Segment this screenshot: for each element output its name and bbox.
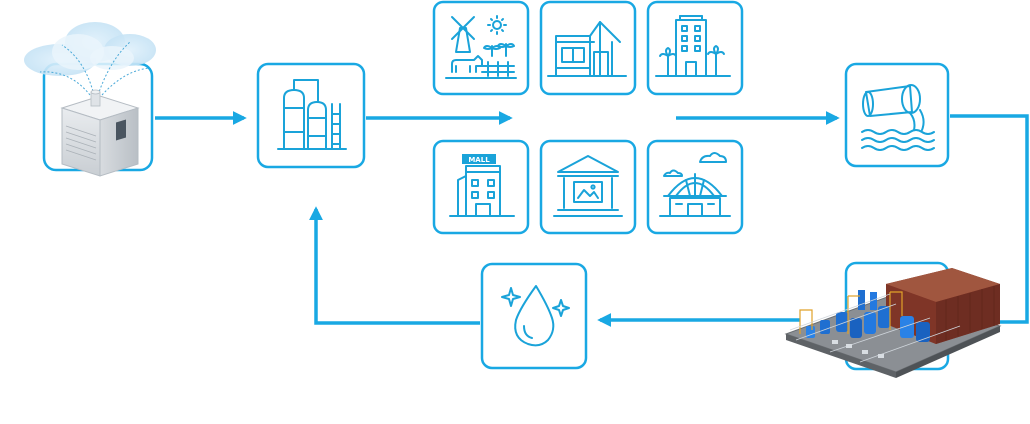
node-treatment-plant <box>784 261 1002 378</box>
node-station <box>646 139 744 235</box>
node-storage-tanks <box>256 62 366 169</box>
storage-tanks-icon <box>277 79 347 150</box>
arrow-clean-water-to-tanks <box>309 206 480 325</box>
node-wastewater-outfall <box>844 62 950 168</box>
node-museum <box>539 139 637 235</box>
connectors <box>155 111 1029 327</box>
outfall-frame <box>844 62 950 168</box>
node-house <box>539 0 637 96</box>
farm-frame <box>432 0 530 96</box>
treatment-plant-icon <box>784 268 1002 378</box>
node-hotel <box>646 0 744 96</box>
node-mall: MALL <box>432 139 530 235</box>
clean-water-frame <box>480 262 588 370</box>
farm-icon <box>445 15 517 79</box>
clean-water-drop-icon <box>501 285 570 347</box>
station-icon <box>659 152 731 217</box>
house-icon <box>547 21 627 77</box>
mall-icon: MALL <box>449 154 515 217</box>
cloud-icon <box>24 22 156 96</box>
node-atmospheric-water-generator <box>24 22 156 177</box>
wastewater-pipe-icon <box>861 84 935 151</box>
hotel-icon <box>655 15 731 77</box>
museum-icon <box>553 155 623 217</box>
atmospheric-water-generator-icon <box>60 89 140 177</box>
museum-frame <box>539 139 637 235</box>
line-outfall-to-plant <box>950 114 1029 324</box>
node-farm <box>432 0 530 96</box>
mall-sign-label: MALL <box>468 156 490 164</box>
node-clean-water <box>480 262 588 370</box>
